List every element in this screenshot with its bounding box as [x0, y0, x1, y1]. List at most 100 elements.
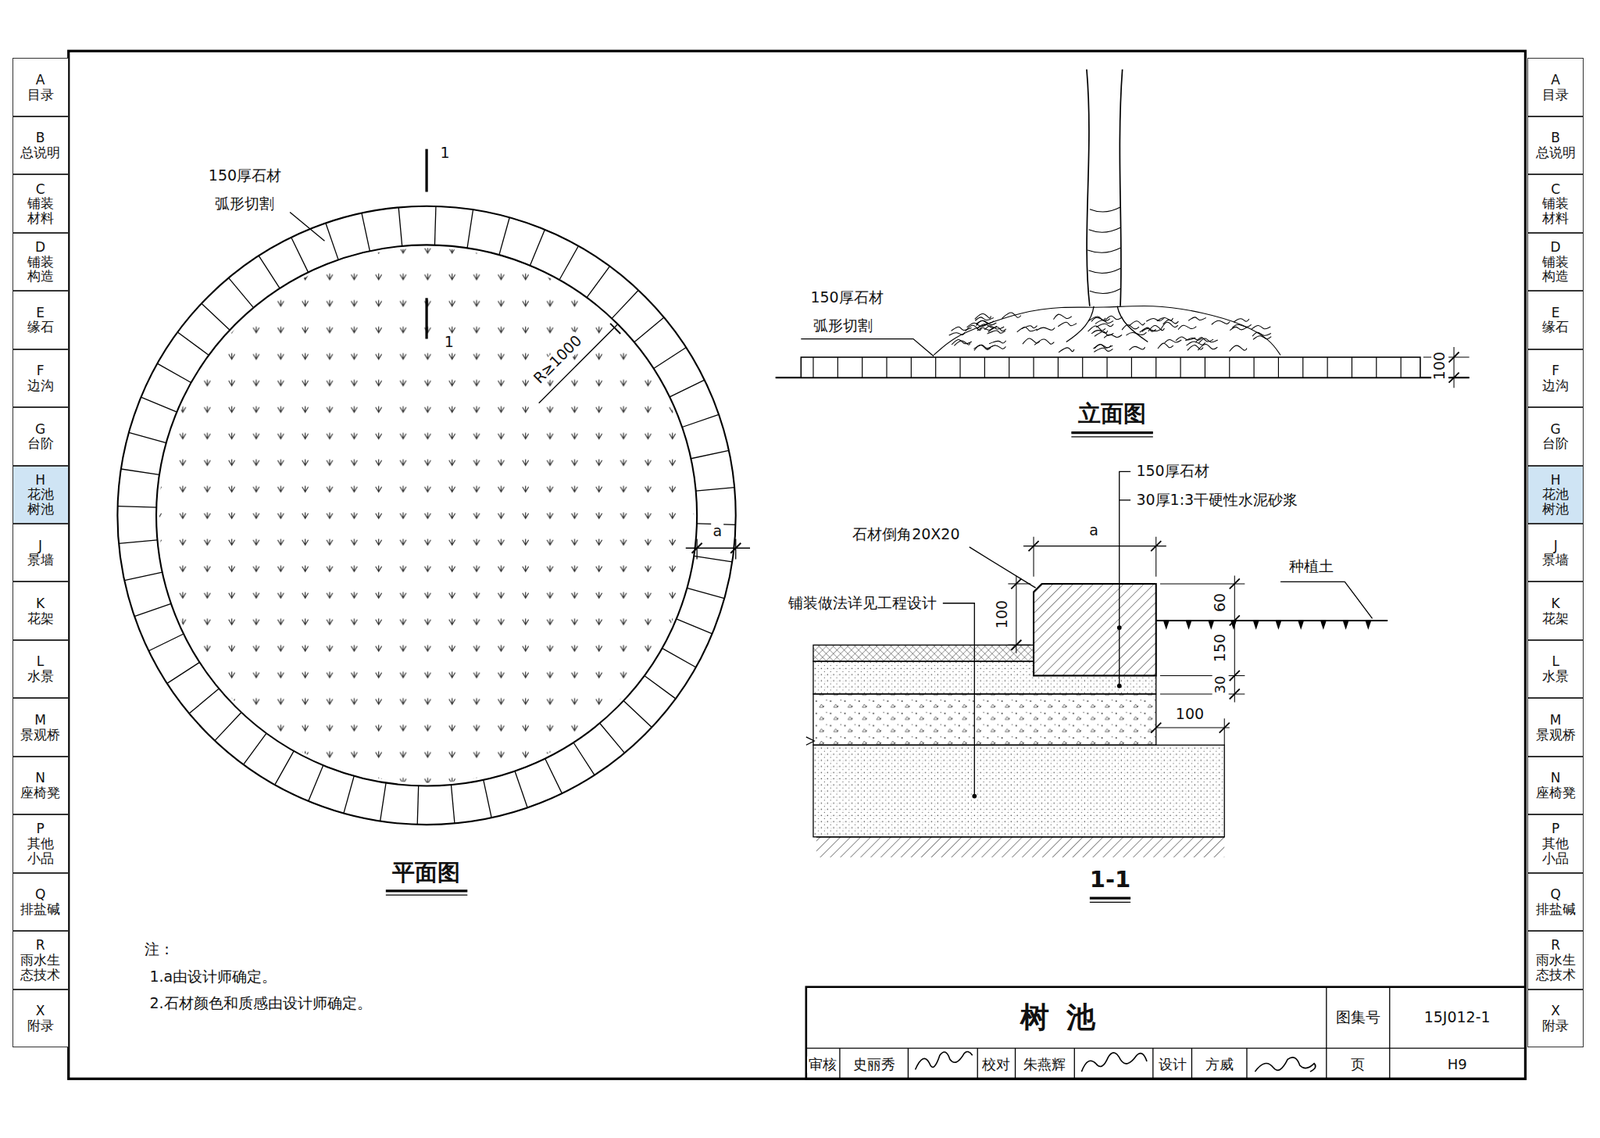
view-title: 1-1 — [1088, 866, 1133, 893]
tab-letter: R — [1550, 937, 1561, 953]
tab-name: 边沟 — [27, 378, 54, 393]
tab-name: 座椅凳 — [20, 785, 61, 800]
section-tab: G台阶 — [12, 407, 69, 465]
section-mark: 1 — [442, 333, 456, 351]
dimension: 60 — [1211, 591, 1229, 614]
section-tab: D铺装构造 — [12, 232, 69, 291]
tab-name: 景观桥 — [20, 727, 61, 743]
section-tab: C铺装材料 — [12, 174, 69, 233]
section-tab: H花池树池 — [12, 465, 69, 524]
section-tab: D铺装构造 — [1527, 232, 1584, 291]
section-tab: F边沟 — [1527, 349, 1584, 408]
dimension: 100 — [993, 598, 1011, 630]
tab-name: 雨水生态技术 — [1533, 952, 1578, 982]
section-view — [806, 471, 1388, 902]
tab-letter: L — [1551, 653, 1559, 669]
dimension: 150 — [1211, 632, 1229, 664]
tab-name: 座椅凳 — [1535, 785, 1576, 800]
material-note: 150厚石材 — [1134, 463, 1211, 481]
material-note: 30厚1:3干硬性水泥砂浆 — [1134, 491, 1300, 509]
section-tab: L水景 — [12, 639, 69, 698]
material-note: 铺装做法详见工程设计 — [786, 594, 939, 612]
tab-letter: H — [35, 472, 46, 488]
section-tab: A目录 — [1527, 57, 1584, 116]
section-tab: C铺装材料 — [1527, 174, 1584, 233]
dimension: a — [1087, 521, 1100, 540]
tab-letter: A — [1550, 72, 1561, 88]
tab-letter: E — [35, 305, 45, 321]
section-tab: P其他小品 — [1527, 814, 1584, 872]
tab-letter: A — [35, 72, 46, 88]
material-note: 弧形切割 — [811, 317, 875, 335]
tab-name: 雨水生态技术 — [18, 952, 63, 982]
tab-name: 边沟 — [1542, 378, 1569, 393]
material-note: 弧形切割 — [213, 195, 276, 213]
note: 2.石材颜色和质感由设计师确定。 — [147, 994, 373, 1012]
section-mark: 1 — [438, 144, 451, 162]
title-block-cell: 方威 — [1203, 1056, 1236, 1073]
material-note: 150厚石材 — [207, 167, 283, 185]
section-tab: E缘石 — [12, 290, 69, 349]
tab-name: 目录 — [1542, 87, 1569, 103]
tab-letter: X — [35, 1003, 46, 1018]
section-tab: R雨水生态技术 — [12, 930, 69, 989]
tab-letter: J — [38, 538, 43, 554]
tab-name: 花池树池 — [1540, 486, 1570, 516]
frame — [68, 50, 1526, 1079]
tab-letter: R — [35, 937, 46, 953]
section-tab: N座椅凳 — [12, 756, 69, 815]
tab-letter: H — [1550, 472, 1561, 488]
tab-letter: G — [1550, 421, 1561, 437]
tab-letter: F — [36, 363, 45, 379]
section-tab: B总说明 — [12, 116, 69, 175]
tab-letter: B — [35, 130, 46, 146]
tab-letter: G — [35, 421, 46, 437]
title-block-cell: 审核 — [807, 1056, 839, 1073]
tab-letter: K — [1551, 596, 1561, 611]
section-tab: M景观桥 — [12, 697, 69, 756]
title-block — [806, 986, 1526, 1079]
tab-letter: X — [1550, 1003, 1561, 1018]
tab-name: 水景 — [1542, 668, 1569, 684]
tab-letter: F — [1551, 363, 1560, 379]
tab-name: 景墙 — [27, 552, 54, 568]
tab-letter: B — [1550, 130, 1561, 146]
tab-name: 其他小品 — [25, 835, 55, 865]
section-tab: E缘石 — [1527, 290, 1584, 349]
title-block-cell: 图集号 — [1334, 1008, 1383, 1026]
tab-letter: K — [35, 596, 45, 611]
dimension: 100 — [1174, 705, 1206, 723]
tab-letter: Q — [1550, 886, 1561, 902]
section-tab: J景墙 — [1527, 523, 1584, 582]
note: 注： — [142, 940, 176, 958]
material-note: 150厚石材 — [808, 289, 885, 307]
section-tab: K花架 — [12, 581, 69, 640]
view-title: 立面图 — [1076, 401, 1148, 428]
section-tab: X附录 — [12, 989, 69, 1047]
section-tab: K花架 — [1527, 581, 1584, 640]
tab-name: 其他小品 — [1540, 835, 1570, 865]
dimension: a — [710, 523, 724, 541]
tab-name: 台阶 — [1542, 435, 1569, 451]
tab-letter: C — [1550, 182, 1561, 197]
section-tab: G台阶 — [1527, 407, 1584, 465]
section-tab: F边沟 — [12, 349, 69, 408]
tab-name: 缘石 — [1542, 319, 1569, 335]
tab-name: 总说明 — [1535, 145, 1576, 161]
tab-letter: L — [36, 653, 44, 669]
tab-name: 铺装构造 — [1540, 254, 1570, 284]
tab-letter: P — [1551, 821, 1560, 836]
tab-name: 排盐碱 — [20, 901, 61, 917]
title-block-cell: 设计 — [1157, 1056, 1189, 1073]
tab-letter: M — [1550, 712, 1562, 728]
tab-name: 花池树池 — [25, 486, 55, 516]
title-block-cell: H9 — [1446, 1056, 1469, 1073]
tab-name: 景墙 — [1542, 552, 1569, 568]
section-tab: Q排盐碱 — [1527, 872, 1584, 931]
tab-name: 景观桥 — [1535, 727, 1576, 743]
note: 1.a由设计师确定。 — [147, 967, 279, 986]
title-block-cell: 校对 — [980, 1056, 1012, 1073]
material-note: 种植土 — [1287, 557, 1336, 575]
tab-letter: C — [35, 182, 46, 197]
tab-name: 水景 — [27, 668, 54, 684]
